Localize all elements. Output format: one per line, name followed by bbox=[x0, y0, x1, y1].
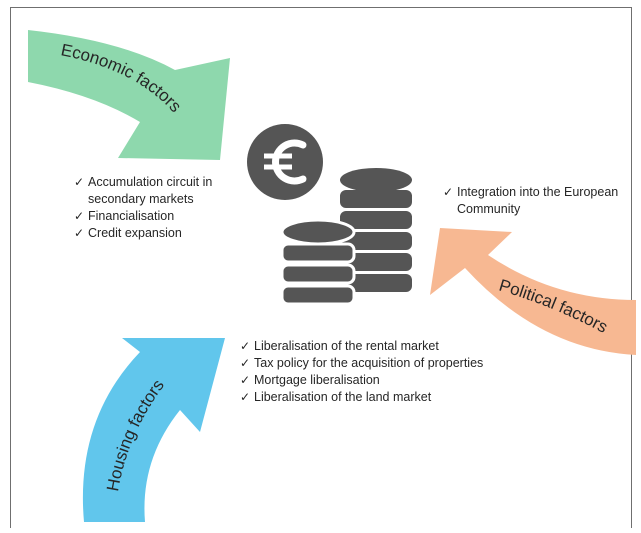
list-item: Liberalisation of the land market bbox=[240, 389, 510, 406]
list-item: Mortgage liberalisation bbox=[240, 372, 510, 389]
list-item: Integration into the European Community bbox=[443, 184, 633, 218]
list-item: Accumulation circuit in secondary market… bbox=[74, 174, 264, 208]
economic-factors-arrow: Economic factors bbox=[28, 30, 230, 160]
political-factors-arrow: Political factors bbox=[430, 228, 636, 355]
economic-factors-list: Accumulation circuit in secondary market… bbox=[74, 174, 264, 242]
list-item: Liberalisation of the rental market bbox=[240, 338, 510, 355]
list-item: Credit expansion bbox=[74, 225, 264, 242]
diagram-frame bbox=[10, 7, 632, 528]
list-item: Financialisation bbox=[74, 208, 264, 225]
economic-arrow-shape bbox=[28, 30, 230, 160]
housing-factors-arrow: Housing factors bbox=[82, 338, 226, 522]
housing-factors-list: Liberalisation of the rental market Tax … bbox=[240, 338, 510, 406]
housing-arrow-shape bbox=[82, 338, 226, 522]
list-item: Tax policy for the acquisition of proper… bbox=[240, 355, 510, 372]
political-arrow-shape bbox=[430, 228, 636, 355]
coin-stack-icon bbox=[280, 168, 412, 306]
euro-coin-icon bbox=[247, 124, 323, 200]
political-factors-list: Integration into the European Community bbox=[443, 184, 633, 218]
